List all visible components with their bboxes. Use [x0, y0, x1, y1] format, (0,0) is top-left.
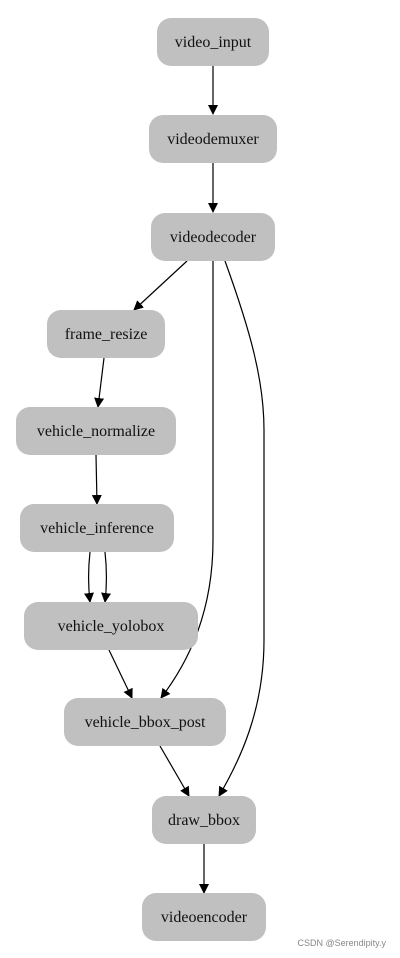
edge-videodecoder-to-draw_bbox	[218, 260, 265, 797]
edge-arrow	[160, 261, 214, 699]
node-box	[157, 18, 269, 66]
edge-arrow	[101, 551, 112, 603]
edge-frame_resize-to-vehicle_normalize	[94, 357, 105, 408]
node-vehicle-normalize: vehicle_normalize	[16, 407, 176, 455]
node-videodemuxer: videodemuxer	[149, 115, 277, 163]
node-video-input: video_input	[157, 18, 269, 66]
node-box	[152, 796, 256, 844]
node-label: vehicle_inference	[40, 520, 154, 537]
edge-vehicle_inference-to-vehicle_yolobox	[83, 551, 94, 603]
node-vehicle-inference: vehicle_inference	[20, 504, 174, 552]
watermark-text: CSDN @Serendipity.y	[298, 938, 387, 948]
node-box	[16, 407, 176, 455]
node-label: videodemuxer	[167, 131, 259, 148]
node-label: vehicle_yolobox	[58, 618, 165, 635]
node-frame-resize: frame_resize	[47, 310, 165, 358]
node-box	[64, 698, 226, 746]
node-box	[142, 893, 266, 941]
nodes-layer: video_input videodemuxer videodecoder frame…	[16, 18, 277, 941]
edge-arrow	[133, 260, 188, 311]
node-vehicle-bbox-post: vehicle_bbox_post	[64, 698, 226, 746]
node-draw-bbox: draw_bbox	[152, 796, 256, 844]
node-box	[149, 115, 277, 163]
edge-vehicle_inference-to-vehicle_yolobox	[101, 551, 112, 603]
edge-arrow	[218, 260, 265, 797]
node-label: videoencoder	[161, 909, 248, 926]
edge-arrow	[94, 357, 105, 408]
node-label: vehicle_normalize	[37, 423, 155, 440]
edge-arrow	[159, 745, 190, 797]
node-videoencoder: videoencoder	[142, 893, 266, 941]
edge-arrow	[91, 454, 102, 505]
node-label: vehicle_bbox_post	[85, 714, 206, 731]
node-label: videodecoder	[170, 229, 257, 246]
node-label: video_input	[175, 34, 252, 51]
node-box	[24, 602, 198, 650]
edge-vehicle_normalize-to-vehicle_inference	[91, 454, 102, 505]
node-label: frame_resize	[65, 326, 148, 343]
edge-arrow	[108, 649, 133, 699]
edge-videodecoder-to-frame_resize	[133, 260, 188, 311]
edge-arrow	[83, 551, 94, 603]
edge-videodecoder-to-vehicle_bbox_post	[160, 261, 214, 699]
node-box	[20, 504, 174, 552]
edge-vehicle_bbox_post-to-draw_bbox	[159, 745, 190, 797]
node-box	[47, 310, 165, 358]
node-label: draw_bbox	[168, 812, 240, 829]
node-box	[151, 213, 275, 261]
edge-vehicle_yolobox-to-vehicle_bbox_post	[108, 649, 133, 699]
edges-layer	[83, 66, 265, 894]
node-vehicle-yolobox: vehicle_yolobox	[24, 602, 198, 650]
node-videodecoder: videodecoder	[151, 213, 275, 261]
